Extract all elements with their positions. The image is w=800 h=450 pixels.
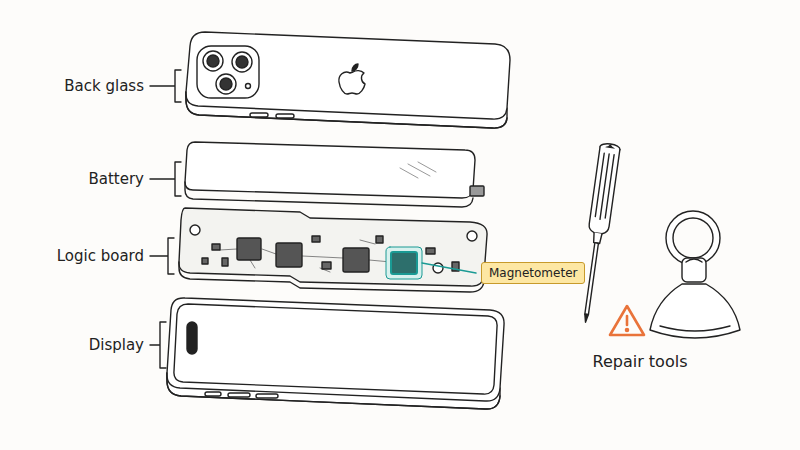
logic-board-part bbox=[343, 248, 369, 272]
logic-board-part bbox=[376, 236, 383, 243]
part-label: Battery bbox=[88, 170, 144, 188]
suction-cup-tool bbox=[686, 259, 702, 262]
magnetometer-chip bbox=[386, 247, 422, 279]
back-glass-part bbox=[250, 113, 268, 117]
suction-cup-tool bbox=[650, 284, 740, 338]
back-glass-part bbox=[207, 55, 219, 67]
screwdriver-tool bbox=[584, 314, 589, 322]
logic-board-part bbox=[222, 258, 228, 266]
back-glass-part bbox=[246, 84, 251, 89]
back-glass-part bbox=[197, 46, 259, 98]
display-part bbox=[167, 298, 504, 409]
battery-part bbox=[185, 142, 475, 198]
back-glass-part bbox=[186, 32, 510, 128]
magnetometer-chip bbox=[386, 247, 422, 279]
back-glass-part bbox=[220, 78, 232, 90]
callout-box: Magnetometer bbox=[481, 262, 585, 284]
screwdriver-tool bbox=[595, 153, 614, 220]
logic-board-part bbox=[433, 263, 443, 273]
warning-icon bbox=[626, 316, 629, 325]
part-label: Logic board bbox=[57, 247, 144, 265]
logic-board-part bbox=[312, 236, 320, 242]
callout-text: Magnetometer bbox=[489, 266, 577, 280]
back-glass-part bbox=[339, 71, 365, 94]
warning-icon bbox=[610, 306, 644, 335]
logic-board-part bbox=[237, 238, 261, 260]
logic-board-part bbox=[322, 262, 331, 269]
display-part bbox=[174, 304, 497, 394]
suction-cup-tool bbox=[660, 326, 730, 331]
screwdriver-tool bbox=[588, 147, 620, 235]
back-glass-part bbox=[216, 74, 236, 94]
label-bracket bbox=[150, 162, 181, 196]
display-part bbox=[167, 298, 504, 401]
display-part bbox=[167, 373, 500, 409]
label-bracket bbox=[150, 238, 174, 274]
back-glass-part bbox=[186, 32, 510, 119]
magnetometer-chip bbox=[391, 252, 417, 274]
suction-cup-tool bbox=[666, 211, 720, 265]
back-glass-part bbox=[236, 56, 248, 68]
display-part bbox=[256, 394, 278, 398]
logic-board-part bbox=[212, 244, 220, 250]
logic-board-part bbox=[467, 231, 477, 241]
display-part bbox=[205, 392, 221, 396]
display-part bbox=[187, 322, 197, 354]
back-glass-part bbox=[352, 64, 358, 71]
back-glass-part bbox=[276, 114, 294, 118]
screwdriver-tool bbox=[576, 143, 621, 324]
display-part bbox=[228, 393, 250, 397]
part-label: Display bbox=[89, 336, 144, 354]
part-label: Back glass bbox=[64, 77, 144, 95]
leader-line bbox=[422, 263, 476, 273]
suction-cup-tool bbox=[682, 258, 706, 282]
battery-part bbox=[400, 162, 436, 178]
label-bracket bbox=[150, 322, 166, 368]
tool-label: Repair tools bbox=[593, 352, 688, 371]
screwdriver-tool bbox=[593, 233, 602, 244]
battery-part bbox=[470, 186, 484, 196]
logic-board-part bbox=[276, 243, 302, 267]
battery-part bbox=[185, 182, 473, 207]
warning-icon bbox=[626, 329, 628, 331]
suction-cup-tool bbox=[673, 218, 713, 258]
back-glass-part bbox=[203, 51, 223, 71]
warning-icon bbox=[610, 306, 644, 335]
logic-board-part bbox=[426, 248, 435, 254]
screwdriver-tool bbox=[585, 243, 599, 315]
logic-board-part bbox=[190, 225, 200, 235]
suction-cup-tool bbox=[650, 211, 740, 338]
back-glass-part bbox=[232, 52, 252, 72]
logic-board-part bbox=[179, 208, 487, 286]
label-bracket bbox=[150, 70, 181, 102]
logic-board-part bbox=[179, 208, 487, 292]
logic-board-part bbox=[202, 258, 208, 264]
battery-part bbox=[185, 142, 484, 207]
